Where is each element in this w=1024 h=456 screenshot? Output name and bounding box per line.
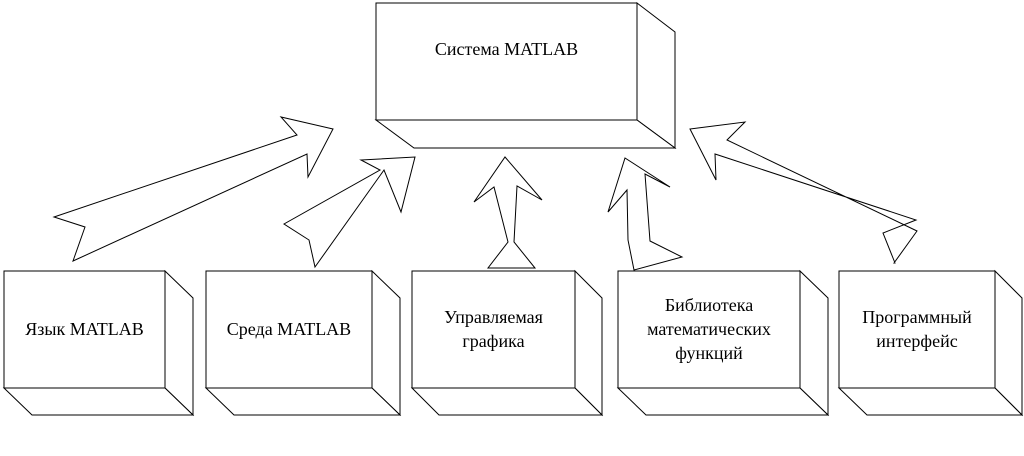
box-language-bottom [2, 387, 195, 416]
box-api-bottom [837, 387, 1024, 416]
box-environment [204, 269, 402, 417]
box-graphics [410, 269, 604, 417]
box-math-library-front [617, 270, 801, 389]
box-api-front [838, 270, 996, 389]
label-environment: Среда MATLAB [226, 319, 352, 339]
arrow-language [52, 116, 334, 262]
label-math-library: Библиотека математических функций [647, 295, 771, 363]
arrow-environment [283, 156, 416, 269]
box-environment-front [205, 270, 373, 389]
box-api [837, 269, 1024, 417]
label-language: Язык MATLAB [25, 319, 144, 339]
box-graphics-bottom [410, 387, 604, 416]
arrow-api [689, 121, 918, 264]
label-api: Программный интерфейс [862, 307, 972, 351]
box-language-front [3, 270, 166, 389]
box-environment-bottom [204, 387, 402, 416]
arrow-graphics [473, 156, 543, 269]
label-graphics: Управляемая графика [444, 307, 543, 351]
box-system-matlab [374, 1, 677, 149]
box-system-bottom [374, 119, 677, 149]
label-system-matlab: Система MATLAB [434, 39, 579, 59]
box-language [2, 269, 195, 417]
box-math-library-bottom [616, 387, 830, 416]
box-graphics-front [411, 270, 576, 389]
box-math-library [616, 269, 830, 417]
box-system-front [375, 2, 638, 121]
arrow-math-library [607, 157, 684, 271]
